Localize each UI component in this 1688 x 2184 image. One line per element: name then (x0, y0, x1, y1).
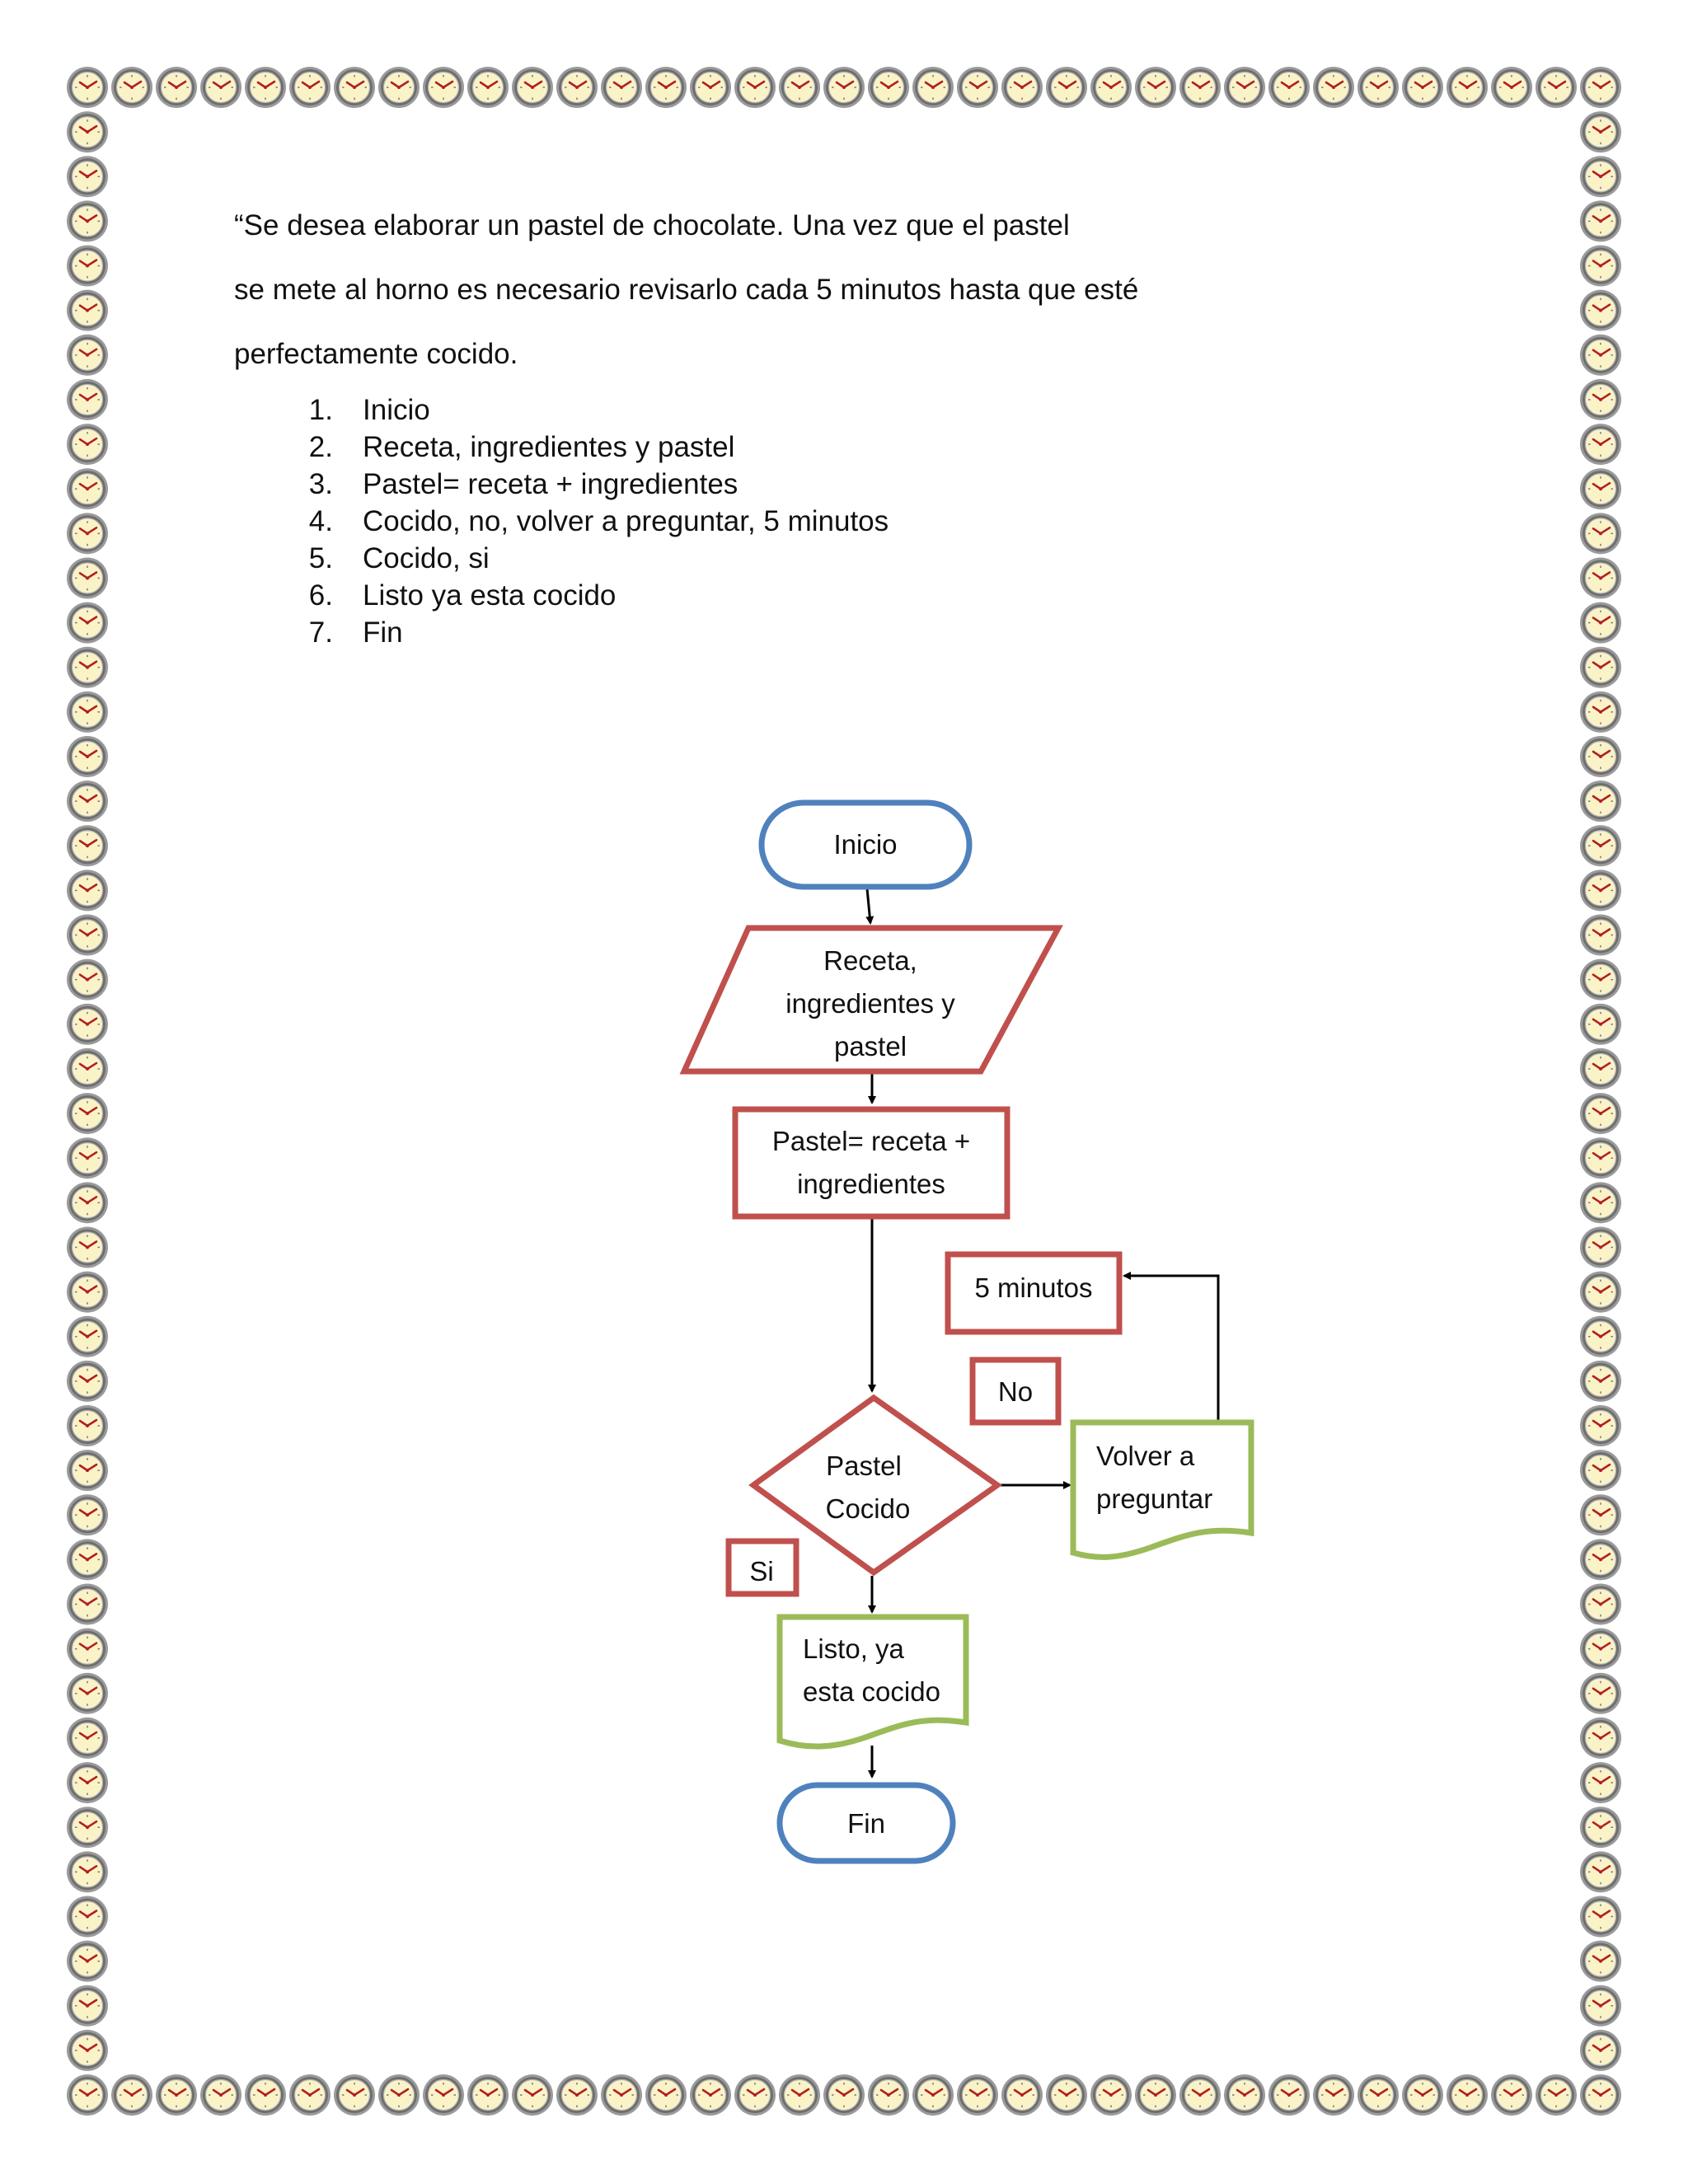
intro-line-2: se mete al horno es necesario revisarlo … (234, 274, 1139, 306)
step-item: 1.Inicio (308, 394, 430, 426)
input-label-line-1: Receta, (823, 945, 917, 976)
intro-line-3: perfectamente cocido. (234, 338, 518, 370)
step-item: 7.Fin (308, 616, 403, 649)
decision-node: Pastel Cocido (748, 1394, 1003, 1577)
yes-label-box: Si (725, 1538, 799, 1597)
connectors (865, 888, 1220, 1779)
arrow-start-to-input (865, 888, 874, 925)
input-node: Receta, ingredientes y pastel (679, 925, 1063, 1075)
done-label-line-2: esta cocido (803, 1676, 940, 1707)
start-label: Inicio (833, 829, 897, 860)
process-label-line-1: Pastel= receta + (772, 1126, 970, 1156)
decision-label-line-1: Pastel (826, 1451, 902, 1481)
no-label-box: No (969, 1357, 1062, 1426)
end-label: Fin (847, 1808, 885, 1839)
arrow-retry-to-wait (1123, 1272, 1220, 1421)
done-node: Listo, ya esta cocido (776, 1614, 969, 1750)
wait-node: 5 minutos (945, 1251, 1123, 1335)
yes-label: Si (749, 1556, 773, 1586)
wait-label: 5 minutos (974, 1272, 1092, 1303)
retry-node: Volver a preguntar (1070, 1419, 1254, 1560)
done-label-line-1: Listo, ya (803, 1633, 905, 1664)
retry-label-line-2: preguntar (1096, 1483, 1212, 1514)
input-label-line-2: ingredientes y (785, 988, 955, 1019)
decision-label-line-2: Cocido (826, 1493, 911, 1524)
end-node: Fin (776, 1782, 956, 1864)
step-list: 1.Inicio 2.Receta, ingredientes y pastel… (284, 391, 1437, 651)
input-label-line-3: pastel (834, 1031, 907, 1062)
no-label: No (998, 1376, 1033, 1407)
step-item: 5.Cocido, si (308, 542, 490, 574)
step-item: 2.Receta, ingredientes y pastel (308, 431, 735, 463)
step-item: 3.Pastel= receta + ingredientes (308, 468, 738, 500)
step-item: 4.Cocido, no, volver a preguntar, 5 minu… (308, 505, 889, 537)
intro-line-1: “Se desea elaborar un pastel de chocolat… (234, 209, 1070, 241)
process-label-line-2: ingredientes (797, 1169, 945, 1199)
step-item: 6.Listo ya esta cocido (308, 579, 617, 612)
start-node: Inicio (758, 799, 973, 890)
process-node: Pastel= receta + ingredientes (732, 1106, 1010, 1220)
retry-label-line-1: Volver a (1096, 1441, 1195, 1471)
